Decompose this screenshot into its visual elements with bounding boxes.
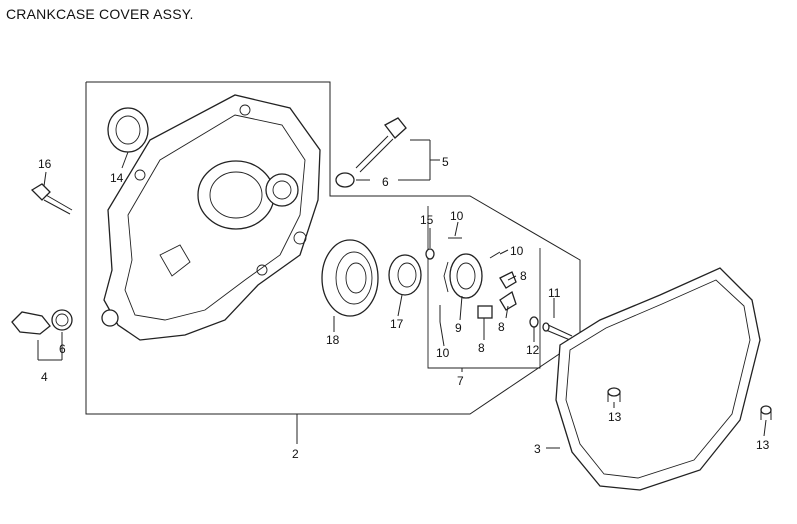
oil-seal-part [107, 107, 149, 153]
callout-7: 7 [457, 374, 464, 388]
callout-18: 18 [326, 333, 340, 347]
dowel-pin-part-a [607, 387, 621, 402]
callout-6b: 6 [382, 175, 389, 189]
governor-gear-part [443, 253, 483, 299]
callout-10c: 10 [436, 346, 450, 360]
callout-8c: 8 [478, 341, 485, 355]
flange-bolt-part [30, 183, 73, 215]
callout-11: 11 [548, 286, 561, 300]
oil-level-gauge-part [335, 117, 407, 188]
ball-bearing-large-part [321, 239, 379, 317]
callout-6a: 6 [59, 342, 66, 356]
callout-8a: 8 [520, 269, 527, 283]
callout-12: 12 [526, 343, 540, 357]
governor-weight-part [477, 271, 517, 319]
callout-13a: 13 [608, 410, 622, 424]
callout-8b: 8 [498, 320, 505, 334]
callout-3: 3 [534, 442, 541, 456]
callout-13b: 13 [756, 438, 770, 452]
cover-gasket-part [555, 267, 761, 491]
callout-15: 15 [420, 213, 434, 227]
washer-part [425, 248, 435, 260]
callout-2: 2 [292, 447, 299, 461]
assembly-2-boundary [85, 81, 581, 415]
shaft-washer-part [529, 316, 539, 328]
crankcase-cover-part [101, 94, 321, 341]
leader-lines [37, 139, 767, 449]
callout-10b: 10 [510, 244, 524, 258]
callout-16: 16 [38, 157, 52, 171]
assembly-7-boundary [427, 206, 541, 369]
ball-bearing-small-part [388, 254, 422, 296]
governor-shaft-part [542, 322, 573, 341]
oil-filler-cap-part [11, 309, 73, 335]
dowel-pin-part-b [760, 405, 772, 420]
callout-5: 5 [442, 155, 449, 169]
callout-10a: 10 [450, 209, 464, 223]
callout-9: 9 [455, 321, 462, 335]
callout-17: 17 [390, 317, 404, 331]
diagram-title: CRANKCASE COVER ASSY. [6, 6, 194, 22]
callout-14: 14 [110, 171, 124, 185]
callout-4: 4 [41, 370, 48, 384]
pin-part-b [489, 251, 501, 259]
